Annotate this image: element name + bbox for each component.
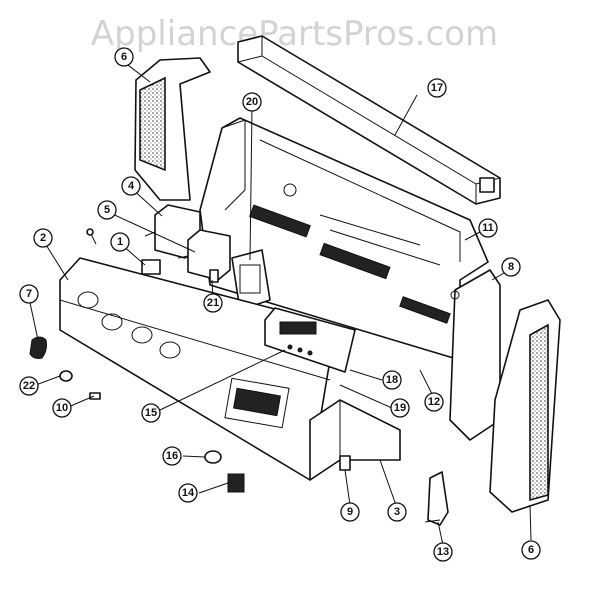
callout-9: 9 bbox=[340, 502, 360, 522]
svg-text:10: 10 bbox=[56, 402, 68, 414]
callout-16: 16 bbox=[162, 446, 182, 466]
callout-22: 22 bbox=[19, 376, 39, 396]
svg-text:18: 18 bbox=[386, 374, 398, 386]
svg-text:13: 13 bbox=[437, 546, 449, 558]
callout-19: 19 bbox=[390, 398, 410, 418]
part-screw-10 bbox=[89, 392, 101, 400]
callout-15: 15 bbox=[141, 403, 161, 423]
svg-text:7: 7 bbox=[26, 288, 32, 300]
callout-17: 17 bbox=[427, 78, 447, 98]
callout-11: 11 bbox=[478, 218, 498, 238]
part-infinite-switch-5 bbox=[177, 229, 231, 281]
svg-text:22: 22 bbox=[23, 380, 35, 392]
callout-14: 14 bbox=[178, 483, 198, 503]
svg-text:21: 21 bbox=[207, 297, 219, 309]
part-right-side-bracket bbox=[449, 269, 501, 441]
part-control-bracket bbox=[231, 249, 271, 311]
svg-text:1: 1 bbox=[117, 236, 123, 248]
part-back-frame bbox=[199, 117, 489, 361]
callout-4: 4 bbox=[121, 176, 141, 196]
svg-text:19: 19 bbox=[394, 402, 406, 414]
callout-12: 12 bbox=[424, 392, 444, 412]
callout-7: 7 bbox=[19, 284, 39, 304]
svg-text:11: 11 bbox=[482, 222, 494, 234]
part-clip-9 bbox=[339, 455, 351, 471]
callout-6-right: 6 bbox=[521, 540, 541, 560]
part-right-end-cap bbox=[489, 299, 561, 513]
callout-2: 2 bbox=[33, 228, 53, 248]
callout-1: 1 bbox=[110, 232, 130, 252]
svg-text:3: 3 bbox=[394, 506, 400, 518]
part-trim-strip bbox=[309, 399, 401, 481]
part-screw-22 bbox=[59, 370, 73, 382]
callout-8: 8 bbox=[501, 257, 521, 277]
svg-text:9: 9 bbox=[347, 506, 353, 518]
part-knob-1 bbox=[141, 259, 161, 275]
part-left-end-cap bbox=[134, 57, 211, 201]
callout-10: 10 bbox=[52, 398, 72, 418]
svg-text:8: 8 bbox=[508, 261, 514, 273]
part-lamp-16 bbox=[204, 450, 222, 464]
callout-3: 3 bbox=[387, 502, 407, 522]
svg-text:16: 16 bbox=[166, 450, 178, 462]
part-top-bracket bbox=[237, 35, 501, 205]
callout-6-left: 6 bbox=[114, 47, 134, 67]
part-rocker-switch-14 bbox=[227, 473, 245, 493]
part-bracket-13 bbox=[424, 471, 449, 526]
svg-text:17: 17 bbox=[431, 82, 443, 94]
part-knob-7 bbox=[29, 336, 47, 359]
svg-text:14: 14 bbox=[182, 487, 195, 499]
svg-text:6: 6 bbox=[121, 51, 127, 63]
callout-13: 13 bbox=[433, 542, 453, 562]
part-clock-timer bbox=[264, 307, 356, 373]
callout-21: 21 bbox=[203, 293, 223, 313]
callout-20: 20 bbox=[242, 92, 262, 112]
callout-5: 5 bbox=[97, 200, 117, 220]
svg-text:5: 5 bbox=[104, 204, 110, 216]
svg-text:15: 15 bbox=[145, 407, 157, 419]
part-screw-top bbox=[86, 228, 97, 245]
svg-text:2: 2 bbox=[40, 232, 46, 244]
svg-text:12: 12 bbox=[428, 396, 440, 408]
part-screw-21 bbox=[209, 269, 219, 283]
callout-18: 18 bbox=[382, 370, 402, 390]
svg-text:6: 6 bbox=[528, 544, 534, 556]
svg-text:20: 20 bbox=[246, 96, 258, 108]
svg-text:4: 4 bbox=[128, 180, 135, 192]
